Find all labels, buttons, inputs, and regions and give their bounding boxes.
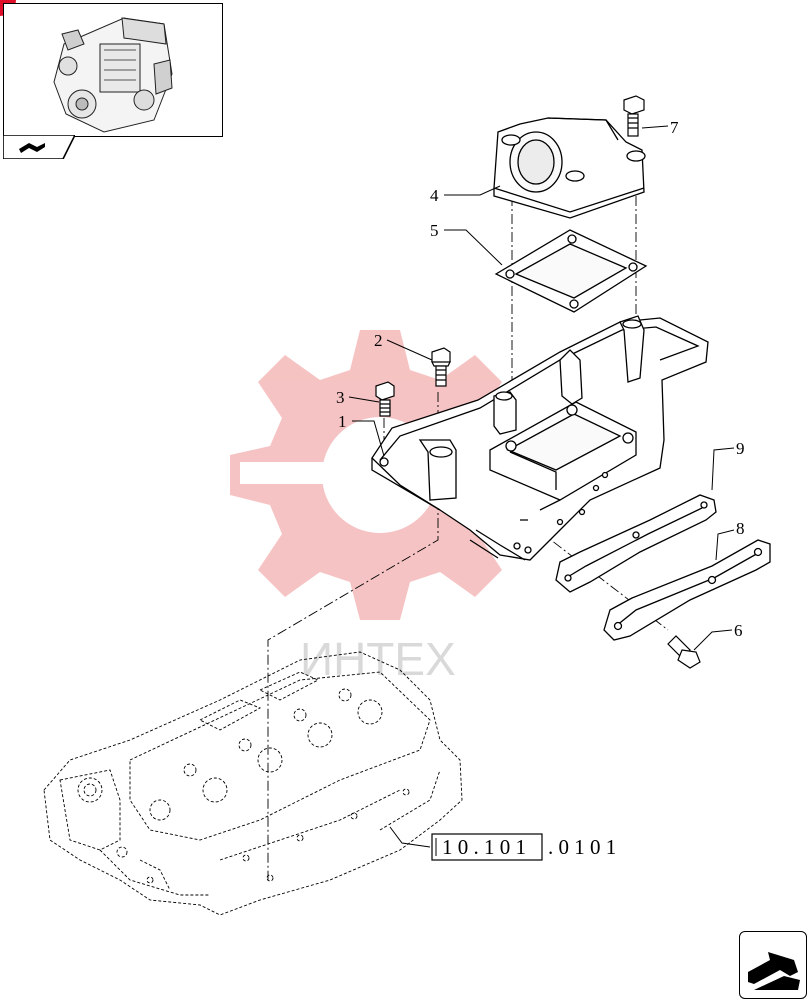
callout-5[interactable]: 5 xyxy=(430,221,439,240)
book-tab[interactable] xyxy=(2,134,77,160)
engine-block-outline xyxy=(43,651,463,916)
part-2-bolt[interactable] xyxy=(431,347,451,387)
leader-3 xyxy=(348,396,380,403)
part-1-intake-manifold[interactable] xyxy=(371,315,709,561)
leader-1 xyxy=(352,420,385,457)
engine-thumbnail-icon xyxy=(53,17,173,133)
reference-code-boxed: 1 0 . 1 0 1 xyxy=(442,835,526,859)
leader-6 xyxy=(693,629,733,651)
part-3-bolt[interactable] xyxy=(375,381,395,417)
next-page-arrow-icon xyxy=(748,952,800,990)
part-4-outlet-elbow[interactable] xyxy=(493,117,646,219)
reference-code-box xyxy=(431,833,543,861)
leader-8 xyxy=(715,529,735,561)
leader-2 xyxy=(386,339,433,361)
part-7-bolt[interactable] xyxy=(623,95,645,137)
part-8-cover-plate[interactable] xyxy=(603,539,771,641)
leader-ref xyxy=(389,826,431,848)
callout-1[interactable]: 1 xyxy=(338,412,347,431)
reference-code-trailing: . 0 1 0 1 xyxy=(548,835,616,859)
callout-4[interactable]: 4 xyxy=(430,186,439,205)
leader-9 xyxy=(711,447,735,491)
leader-7 xyxy=(641,125,669,129)
leader-4 xyxy=(444,185,501,196)
callout-8[interactable]: 8 xyxy=(736,519,745,538)
part-5-gasket[interactable] xyxy=(494,229,648,313)
part-9-plate[interactable] xyxy=(555,494,717,593)
next-page-button[interactable] xyxy=(739,931,807,999)
watermark-text: ИНТЕХ xyxy=(300,633,456,685)
callout-7[interactable]: 7 xyxy=(670,118,679,137)
reference-code[interactable]: 1 0 . 1 0 1 . 0 1 0 1 xyxy=(431,833,616,861)
leader-lines xyxy=(348,125,735,848)
callout-3[interactable]: 3 xyxy=(336,388,345,407)
callout-6[interactable]: 6 xyxy=(734,621,743,640)
callout-2[interactable]: 2 xyxy=(374,331,383,350)
engine-thumbnail[interactable] xyxy=(3,3,223,137)
callout-9[interactable]: 9 xyxy=(736,439,745,458)
part-6-bolt[interactable] xyxy=(667,635,701,669)
leader-5 xyxy=(444,229,503,266)
